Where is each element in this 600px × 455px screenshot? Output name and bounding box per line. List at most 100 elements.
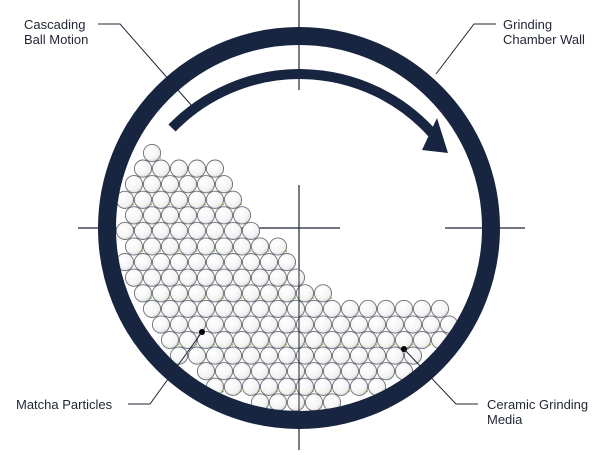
matcha-particle (222, 297, 225, 299)
ceramic-ball (277, 253, 297, 272)
ceramic-ball (196, 330, 216, 350)
ceramic-ball (295, 315, 315, 334)
ceramic-ball (313, 346, 333, 365)
ceramic-ball (331, 377, 351, 396)
ceramic-ball (232, 362, 252, 381)
ceramic-ball (331, 315, 351, 334)
matcha-particle (249, 250, 252, 253)
motion-arrow-icon (168, 69, 436, 137)
ceramic-ball (178, 330, 198, 350)
leader-media (403, 348, 478, 405)
ceramic-ball (376, 362, 396, 381)
matcha-particle (231, 250, 234, 253)
label-grinding-chamber-wall: Grinding Chamber Wall (503, 17, 585, 47)
ceramic-ball (286, 268, 306, 287)
matcha-particle (204, 297, 207, 299)
ceramic-ball (178, 237, 198, 256)
matcha-particle (411, 343, 414, 346)
ceramic-ball (268, 299, 288, 318)
ceramic-ball (160, 237, 180, 256)
ceramic-ball (169, 190, 189, 209)
ceramic-ball (295, 377, 315, 396)
ceramic-ball (187, 346, 207, 365)
ceramic-ball (385, 346, 405, 365)
ceramic-ball (142, 237, 162, 256)
ceramic-ball (241, 377, 261, 396)
matcha-particle (150, 203, 153, 206)
ceramic-ball (268, 393, 288, 411)
ceramic-ball (124, 206, 144, 225)
ceramic-ball (178, 268, 198, 287)
ceramic-ball (196, 268, 216, 287)
ceramic-ball (322, 299, 342, 318)
matcha-particle (312, 390, 315, 393)
ceramic-ball (223, 284, 243, 303)
label-cascading-line-2: Ball Motion (24, 32, 89, 47)
ceramic-ball (133, 190, 153, 209)
ceramic-ball (403, 346, 423, 365)
ceramic-ball (268, 268, 288, 287)
matcha-particle (231, 343, 234, 346)
ceramic-ball (196, 237, 216, 256)
ceramic-ball (142, 299, 162, 318)
ceramic-ball (232, 268, 252, 287)
grinding-chamber-wall (98, 27, 500, 429)
label-wall-line-1: Grinding (503, 17, 553, 32)
ceramic-ball (259, 346, 279, 365)
ceramic-ball (232, 330, 252, 350)
ceramic-ball (394, 299, 414, 318)
ceramic-ball (187, 315, 207, 334)
matcha-particle (177, 343, 180, 346)
ceramic-ball (160, 268, 180, 287)
matcha-particle (375, 343, 378, 346)
label-wall-line-2: Chamber Wall (503, 32, 585, 47)
matcha-particle (294, 297, 297, 299)
ceramic-ball (142, 268, 162, 287)
ceramic-ball (286, 362, 306, 381)
ceramic-ball (214, 362, 234, 381)
label-matcha-particles: Matcha Particles (16, 397, 112, 412)
ceramic-ball (196, 299, 216, 318)
ceramic-ball (160, 299, 180, 318)
ceramic-ball (151, 221, 171, 240)
ceramic-ball (286, 330, 306, 350)
ceramic-ball (151, 284, 171, 303)
ceramic-ball (223, 221, 243, 240)
ceramic-ball (214, 206, 234, 225)
matcha-particle (168, 203, 171, 206)
ceramic-ball (286, 393, 306, 411)
ceramic-ball (322, 330, 342, 350)
ceramic-ball (313, 284, 333, 303)
ceramic-ball (430, 299, 450, 318)
ceramic-ball (241, 253, 261, 272)
leader-chamber-wall (435, 23, 496, 75)
matcha-particle (258, 390, 261, 393)
ceramic-ball (250, 237, 270, 256)
ceramic-ball (205, 190, 225, 209)
ceramic-ball (205, 159, 225, 178)
matcha-particle (222, 203, 225, 206)
ceramic-ball (187, 221, 207, 240)
matcha-particle (303, 343, 306, 346)
matcha-particle (195, 343, 198, 346)
ceramic-ball (259, 284, 279, 303)
ceramic-ball (205, 221, 225, 240)
ceramic-ball (133, 253, 153, 272)
ceramic-ball (196, 362, 216, 381)
ceramic-ball (304, 362, 324, 381)
ceramic-ball (412, 299, 432, 318)
matcha-particle (267, 250, 270, 253)
ceramic-ball (142, 175, 162, 194)
label-media-line-2: Media (487, 412, 523, 427)
ceramic-ball (259, 315, 279, 334)
ceramic-ball (142, 206, 162, 225)
ceramic-ball (205, 253, 225, 272)
ceramic-ball (178, 175, 198, 194)
matcha-particle (213, 343, 216, 346)
ceramic-ball (133, 221, 153, 240)
ceramic-ball (232, 237, 252, 256)
ceramic-balls (116, 143, 459, 411)
ceramic-ball (268, 330, 288, 350)
